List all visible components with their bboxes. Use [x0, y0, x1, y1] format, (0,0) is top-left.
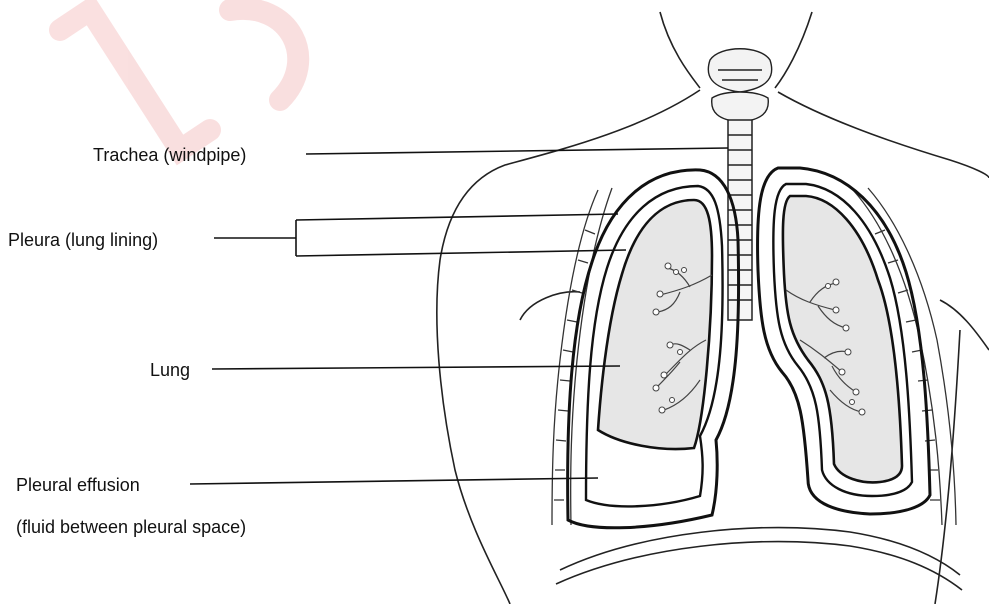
- neck-left: [660, 12, 700, 88]
- left-lung: [598, 200, 712, 449]
- label-pleura: Pleura (lung lining): [8, 231, 158, 249]
- label-pleural-effusion-detail: (fluid between pleural space): [16, 518, 246, 536]
- watermark: [60, 9, 298, 150]
- diaphragm: [556, 528, 962, 590]
- chest-curve-left: [520, 292, 580, 320]
- shoulder-right: [778, 92, 989, 178]
- pleura-leader-inner: [296, 250, 626, 256]
- effusion-leader: [190, 478, 598, 484]
- label-lung: Lung: [150, 361, 190, 379]
- chest-curve-right: [940, 300, 989, 350]
- neck-right: [775, 12, 812, 88]
- label-pleural-effusion: Pleural effusion: [16, 476, 140, 494]
- larynx: [708, 49, 771, 122]
- pleura-leader-outer: [296, 214, 618, 220]
- label-trachea: Trachea (windpipe): [93, 146, 246, 164]
- trachea-leader: [306, 148, 728, 154]
- right-lung: [783, 196, 902, 482]
